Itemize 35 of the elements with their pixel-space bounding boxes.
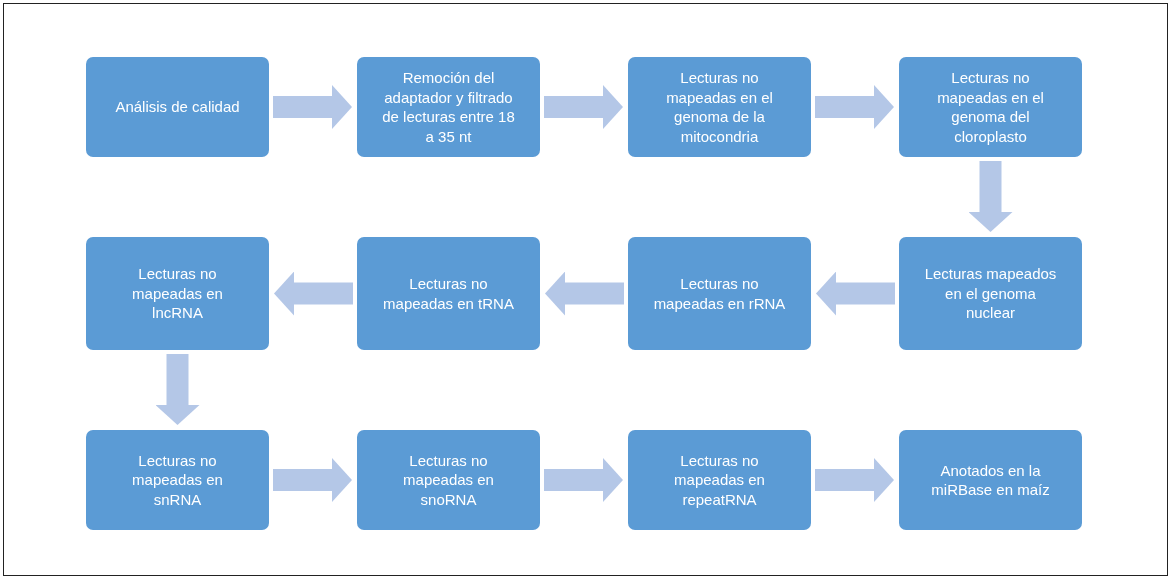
box-label: Lecturas no mapeadas en snoRNA (402, 450, 495, 510)
block-arrow (968, 161, 1013, 232)
block-arrow (274, 271, 353, 316)
process-box (357, 237, 540, 350)
box-label: Análisis de calidad (115, 97, 240, 117)
box-label: Lecturas no mapeadas en rRNA (652, 274, 787, 313)
process-box (628, 430, 811, 530)
process-box (86, 237, 269, 350)
box-label: Lecturas no mapeadas en tRNA (382, 274, 515, 313)
block-arrow (815, 458, 894, 502)
process-box (628, 237, 811, 350)
block-arrow (544, 458, 623, 502)
process-box (899, 237, 1082, 350)
box-label: Lecturas no mapeadas en snRNA (131, 450, 224, 510)
box-label: Lecturas no mapeadas en lncRNA (131, 264, 224, 323)
process-box (899, 57, 1082, 157)
box-label: Remoción del adaptador y filtrado de lecturas entre 18 a 35 nt (381, 68, 516, 146)
block-arrow (544, 85, 623, 129)
block-arrow (816, 271, 895, 316)
process-box (86, 430, 269, 530)
process-box (899, 430, 1082, 530)
block-arrow (273, 85, 352, 129)
box-label: Lecturas no mapeadas en el genoma de la mitocondria (665, 68, 774, 146)
block-arrow (273, 458, 352, 502)
block-arrow (155, 354, 200, 425)
block-arrow (815, 85, 894, 129)
process-box (357, 430, 540, 530)
process-box (628, 57, 811, 157)
box-label: Lecturas no mapeadas en el genoma del cloroplasto (936, 68, 1045, 146)
box-label: Anotados en la miRBase en maíz (930, 460, 1051, 500)
block-arrow (545, 271, 624, 316)
box-label: Lecturas no mapeadas en repeatRNA (673, 450, 766, 510)
process-box (86, 57, 269, 157)
box-label: Lecturas mapeados en el genoma nuclear (923, 264, 1058, 323)
process-box (357, 57, 540, 157)
